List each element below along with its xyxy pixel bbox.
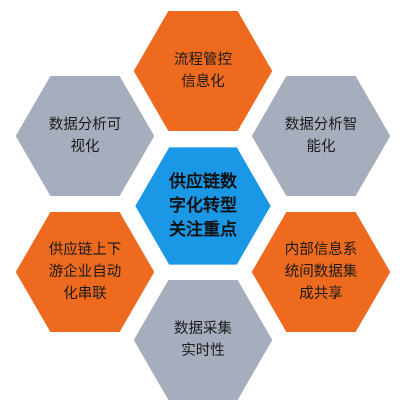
hex-lower-left-label-line-1: 供应链上下 <box>49 240 122 258</box>
hex-upper-left-label-line-2: 视化 <box>71 138 100 155</box>
hex-bottom-label-line-2: 实时性 <box>181 342 225 359</box>
hex-bottom-label-line-1: 数据采集 <box>174 320 232 337</box>
hex-center-label-line-2: 字化转型 <box>169 195 237 216</box>
hex-lower-left-label-line-2: 游企业自动 <box>49 262 122 280</box>
hex-top-label-line-1: 流程管控 <box>174 51 232 68</box>
hex-lower-right-label-line-1: 内部信息系 <box>285 241 358 258</box>
hex-lower-left-shape <box>12 209 158 335</box>
hex-upper-right-label-line-2: 能化 <box>307 138 336 155</box>
hex-upper-right-label-line-1: 数据分析智 <box>285 116 358 133</box>
hex-lower-right-label-line-2: 统间数据集 <box>285 263 358 280</box>
hex-lower-right-shape <box>248 209 394 335</box>
hex-lower-left-label-line-3: 化串联 <box>63 285 107 302</box>
hex-center-shape <box>130 143 276 269</box>
hex-bottom-shape <box>130 277 276 403</box>
hex-top-shape <box>130 8 276 134</box>
hex-upper-right-shape <box>248 73 394 199</box>
hex-upper-left-shape <box>12 73 158 199</box>
hex-top-label-line-2: 信息化 <box>181 73 225 90</box>
hex-center-label-line-1: 供应链数 <box>168 171 238 192</box>
hex-center-label-line-3: 关注重点 <box>169 219 237 240</box>
hex-lower-right-label-line-3: 成共享 <box>299 285 343 302</box>
hex-upper-left-label-line-1: 数据分析可 <box>49 116 122 133</box>
